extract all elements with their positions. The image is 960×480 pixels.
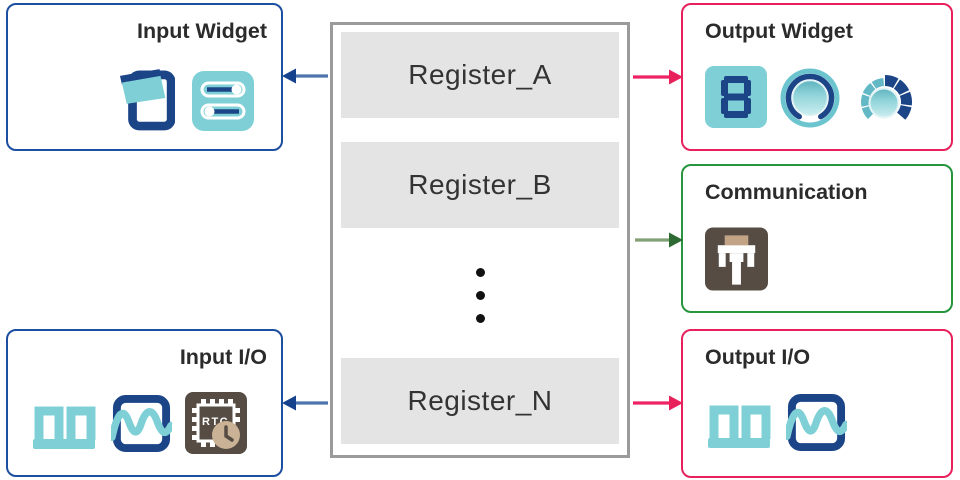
input-widget-icons (8, 66, 281, 132)
output-io-icons (683, 392, 951, 453)
ellipsis-dot (475, 291, 485, 300)
ellipsis-dot (475, 314, 485, 323)
register-b-row: Register_B (341, 142, 619, 228)
seven-segment-display-icon (705, 66, 767, 128)
input-io-box: Input I/O RTC (6, 329, 283, 477)
input-widget-box: Input Widget (6, 3, 283, 151)
input-io-title: Input I/O (179, 345, 267, 369)
arrow-register-to-input-widget (282, 68, 328, 84)
register-block: Register_A Register_B Register_N (330, 22, 630, 458)
register-ellipsis (333, 268, 627, 323)
register-a-row: Register_A (341, 32, 619, 118)
communication-icons (683, 227, 951, 291)
led-ring-knob-icon (780, 68, 840, 128)
arrow-register-to-input-io (282, 395, 328, 411)
output-io-box: Output I/O (681, 329, 953, 478)
register-n-row: Register_N (341, 358, 619, 444)
arrow-register-to-output-io (633, 395, 683, 411)
output-widget-box: Output Widget (681, 3, 953, 151)
gauge-knob-icon (861, 74, 913, 120)
arrow-register-to-output-widget (633, 69, 683, 85)
sine-wave-icon (111, 394, 172, 453)
output-widget-icons (683, 66, 951, 128)
slider-switches-icon (192, 71, 254, 131)
input-widget-title: Input Widget (137, 19, 267, 43)
output-widget-title: Output Widget (705, 19, 853, 43)
communication-box: Communication (681, 164, 953, 313)
square-wave-icon (33, 406, 96, 449)
ellipsis-dot (475, 268, 485, 277)
input-io-icons: RTC (8, 392, 281, 454)
communication-title: Communication (705, 180, 868, 204)
sine-wave-icon (786, 393, 847, 452)
arrow-register-to-communication (635, 232, 683, 248)
rtc-clock-icon: RTC (185, 392, 247, 454)
square-wave-icon (708, 405, 771, 448)
serial-connector-icon (705, 227, 768, 291)
rocker-switch-icon (119, 69, 175, 131)
output-io-title: Output I/O (705, 345, 811, 369)
